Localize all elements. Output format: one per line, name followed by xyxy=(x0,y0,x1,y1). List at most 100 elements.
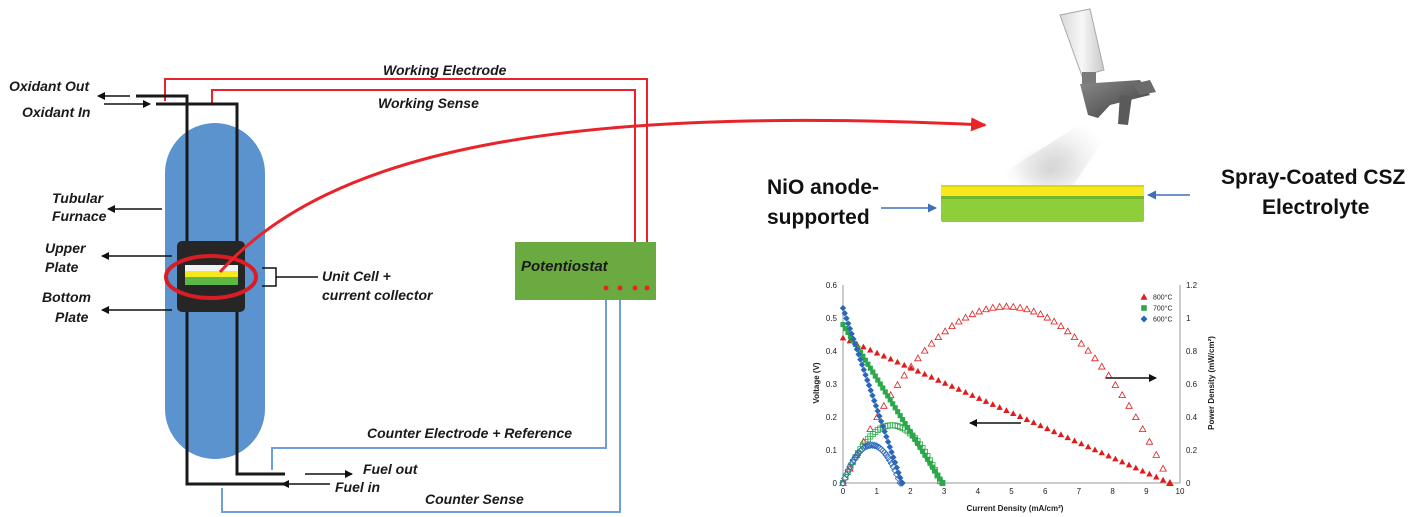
power-point-0 xyxy=(1152,450,1161,458)
chart-y2label: Power Density (mW/cm²) xyxy=(1207,336,1216,430)
anode-substrate xyxy=(941,196,1144,222)
voltage-point-2 xyxy=(848,330,855,338)
voltage-point-0 xyxy=(1125,461,1133,468)
power-point-0 xyxy=(1070,333,1079,341)
voltage-point-1 xyxy=(877,381,883,387)
power-point-0 xyxy=(893,380,902,388)
power-point-0 xyxy=(934,333,943,341)
voltage-point-2 xyxy=(841,310,848,317)
chart-data-marks xyxy=(839,293,1174,487)
voltage-point-0 xyxy=(1098,449,1105,456)
y-tick-label: 0.2 xyxy=(826,413,838,422)
y2-tick-label: 1.2 xyxy=(1186,281,1198,290)
voltage-point-1 xyxy=(870,369,876,375)
cell-current-collector xyxy=(185,265,238,271)
power-point-2 xyxy=(860,444,868,452)
power-point-0 xyxy=(920,346,929,354)
power-point-2 xyxy=(872,442,880,450)
potentiostat-terminals xyxy=(603,285,650,291)
tubular-furnace-label-2: Furnace xyxy=(52,208,107,224)
power-point-2 xyxy=(884,453,892,462)
x-tick-label: 0 xyxy=(841,487,846,496)
x-tick-label: 5 xyxy=(1009,487,1014,496)
power-point-0 xyxy=(995,302,1004,310)
voltage-point-1 xyxy=(892,405,898,411)
voltage-point-2 xyxy=(879,423,887,430)
voltage-point-0 xyxy=(1119,458,1126,465)
power-point-0 xyxy=(982,305,990,313)
power-point-0 xyxy=(968,310,977,318)
voltage-point-0 xyxy=(894,358,901,365)
voltage-point-1 xyxy=(934,472,941,478)
tubular-furnace-label-1: Tubular xyxy=(52,190,105,206)
voltage-point-2 xyxy=(893,464,900,471)
power-point-0 xyxy=(1009,302,1018,310)
voltage-point-0 xyxy=(1030,419,1037,426)
counter-sense-wire xyxy=(221,291,621,513)
cell-anode-layer xyxy=(185,277,238,285)
voltage-point-0 xyxy=(880,352,888,359)
power-point-2 xyxy=(839,479,847,487)
power-point-0 xyxy=(1084,346,1093,354)
power-point-0 xyxy=(1002,302,1011,310)
x-tick-label: 10 xyxy=(1176,487,1185,496)
voltage-point-0 xyxy=(1159,476,1167,483)
power-point-0 xyxy=(1016,303,1024,311)
voltage-point-2 xyxy=(853,346,861,353)
power-point-2 xyxy=(849,456,858,465)
x-tick-label: 6 xyxy=(1043,487,1048,496)
voltage-point-1 xyxy=(865,361,871,367)
voltage-point-2 xyxy=(864,376,871,384)
voltage-point-1 xyxy=(862,357,868,363)
y2-tick-label: 0.2 xyxy=(1186,446,1198,455)
voltage-point-0 xyxy=(1016,413,1024,420)
voltage-point-2 xyxy=(891,459,899,466)
power-point-2 xyxy=(854,449,863,457)
counter-electrode-label: Counter Electrode + Reference xyxy=(367,425,572,441)
power-point-0 xyxy=(1166,478,1174,486)
voltage-point-1 xyxy=(897,413,903,419)
y-tick-label: 0.3 xyxy=(826,380,838,389)
voltage-point-1 xyxy=(929,464,936,470)
power-point-0 xyxy=(1118,391,1127,398)
chart-xlabel: Current Density (mA/cm²) xyxy=(967,504,1064,513)
voltage-point-2 xyxy=(883,433,890,440)
power-point-0 xyxy=(948,322,956,330)
y-tick-label: 0.6 xyxy=(826,281,838,290)
voltage-point-0 xyxy=(1023,416,1031,423)
legend-marker xyxy=(1140,315,1148,323)
voltage-point-2 xyxy=(855,351,862,358)
voltage-point-2 xyxy=(876,412,883,420)
voltage-point-1 xyxy=(882,389,888,395)
power-point-0 xyxy=(941,327,950,335)
voltage-point-2 xyxy=(886,443,894,451)
voltage-point-0 xyxy=(1112,455,1119,462)
voltage-point-0 xyxy=(996,404,1003,410)
nio-label-2: supported xyxy=(767,206,870,229)
voltage-point-0 xyxy=(962,389,969,395)
voltage-point-0 xyxy=(989,401,997,407)
legend-marker xyxy=(1140,293,1148,300)
power-point-0 xyxy=(1050,317,1058,325)
voltage-point-2 xyxy=(862,371,869,379)
voltage-point-0 xyxy=(901,361,908,368)
voltage-point-0 xyxy=(1139,467,1146,474)
x-tick-label: 7 xyxy=(1077,487,1082,496)
y-tick-label: 0 xyxy=(833,479,838,488)
potentiostat-label: Potentiostat xyxy=(521,258,609,275)
nio-label-1: NiO anode- xyxy=(767,176,879,199)
power-point-0 xyxy=(1145,437,1154,445)
voltage-point-2 xyxy=(881,428,888,435)
voltage-point-0 xyxy=(921,370,928,377)
power-point-0 xyxy=(961,313,970,321)
power-point-1 xyxy=(939,480,946,486)
fuel-in-label: Fuel in xyxy=(335,479,380,495)
legend-label: 800°C xyxy=(1153,294,1173,302)
voltage-point-0 xyxy=(867,346,874,353)
power-point-2 xyxy=(898,479,906,487)
voltage-point-1 xyxy=(900,417,906,423)
voltage-point-1 xyxy=(847,333,854,340)
